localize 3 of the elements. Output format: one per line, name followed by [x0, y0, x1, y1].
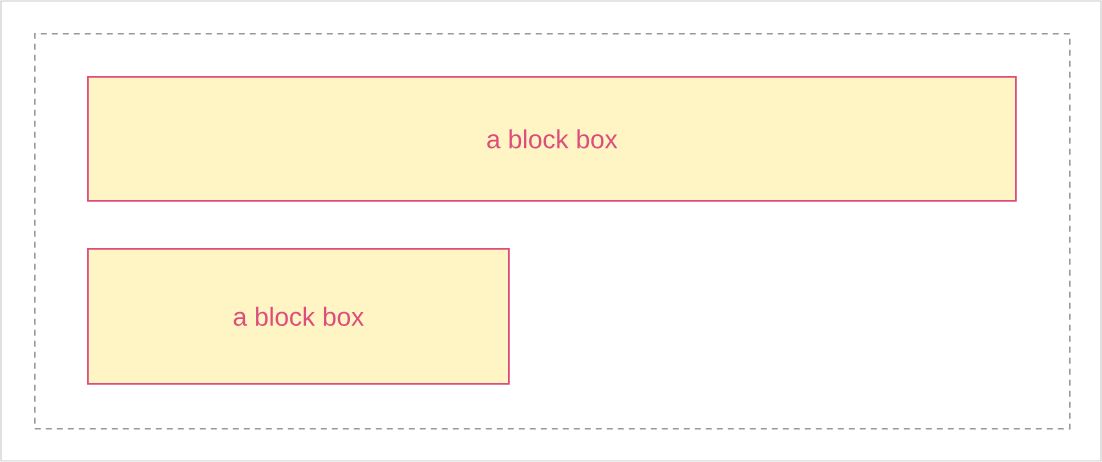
- dashed-container: [34, 33, 1071, 430]
- block-box: a block box: [87, 248, 510, 385]
- block-box: a block box: [87, 76, 1017, 202]
